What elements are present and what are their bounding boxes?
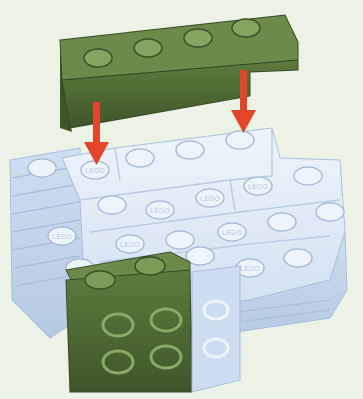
olive-brick-icon [66,252,192,392]
blue-side-studs [192,266,240,392]
svg-text:LEGO: LEGO [120,242,140,249]
svg-text:LEGO: LEGO [52,234,72,241]
svg-text:LEGO: LEGO [85,168,105,175]
svg-text:LEGO: LEGO [240,266,260,273]
svg-text:LEGO: LEGO [200,196,220,203]
svg-text:LEGO: LEGO [248,184,268,191]
svg-text:LEGO: LEGO [222,230,242,237]
svg-text:LEGO: LEGO [150,208,170,215]
